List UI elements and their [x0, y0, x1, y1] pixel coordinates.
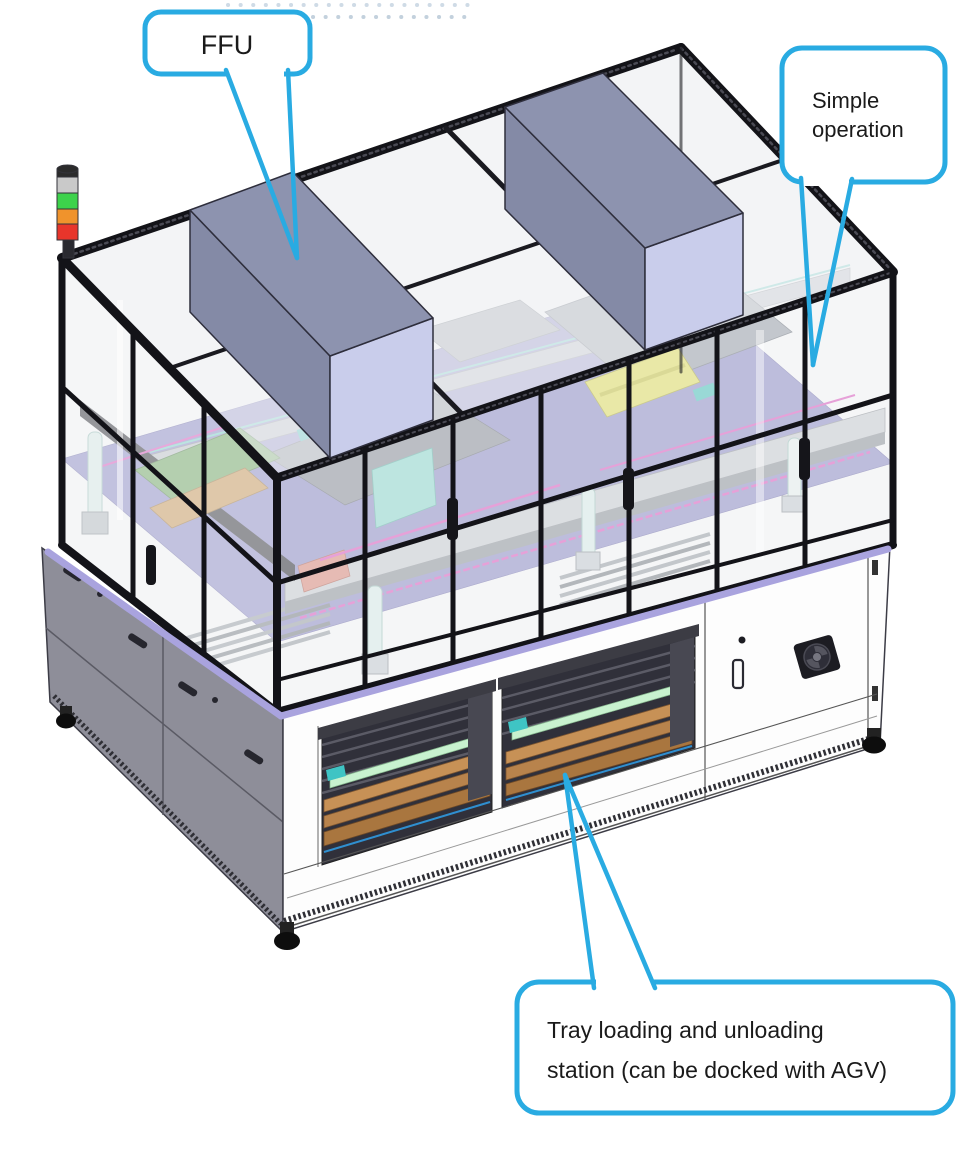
electrical-door [704, 556, 878, 800]
tray-sensor-teal [326, 765, 346, 781]
cooling-fan [793, 635, 841, 679]
ffu-box-right [504, 72, 744, 351]
leveling-feet [56, 706, 886, 950]
door-knob [738, 636, 746, 644]
callout-tray-box [514, 979, 956, 1116]
callout-ffu-label: FFU [201, 30, 253, 60]
bay-end-plate [468, 691, 492, 801]
callout-tray-line1: Tray loading and unloading [547, 1017, 824, 1043]
cage-door-handle [146, 545, 156, 585]
signal-tower [56, 164, 79, 259]
door-hinge [872, 686, 878, 701]
cage-door-handle [623, 468, 634, 510]
callout-tray-station: Tray loading and unloading station (can … [514, 772, 956, 1116]
ffu-left-top-face [189, 171, 434, 357]
tray-sensor-teal [508, 717, 528, 733]
tower-orange-light [56, 208, 79, 225]
enclosure-frame [44, 43, 898, 720]
tower-red-light [56, 223, 79, 241]
callout-tray-line2: station (can be docked with AGV) [547, 1057, 887, 1083]
tray-bay-left [321, 690, 493, 866]
ffu-box-left [189, 171, 434, 459]
background-dot-rows [185, 3, 472, 19]
callout-simple-line1: Simple [812, 88, 879, 113]
signal-tower-stem [62, 239, 75, 259]
door-hinge [872, 560, 878, 575]
tower-silver-segment [56, 176, 79, 194]
tray-plank [505, 729, 693, 797]
bay-top-shelf [318, 679, 496, 740]
cage-door-handle [447, 498, 458, 540]
bay-top-shelf [498, 624, 699, 690]
callout-simple-line2: operation [812, 117, 904, 142]
callout-ffu: FFU [142, 9, 313, 261]
tower-cap-top [56, 164, 79, 174]
tower-green-light [56, 192, 79, 210]
ffu-right-top-face [504, 72, 744, 249]
callout-simple-operation: Simple operation [779, 45, 948, 368]
tray-plank [323, 781, 491, 847]
cage-door-handle [799, 438, 810, 480]
bay-end-plate [670, 637, 694, 747]
door-handle [731, 658, 745, 690]
tray-bay-right [501, 635, 696, 809]
base-cabinet [41, 544, 891, 950]
callout-simple-box [779, 45, 948, 185]
